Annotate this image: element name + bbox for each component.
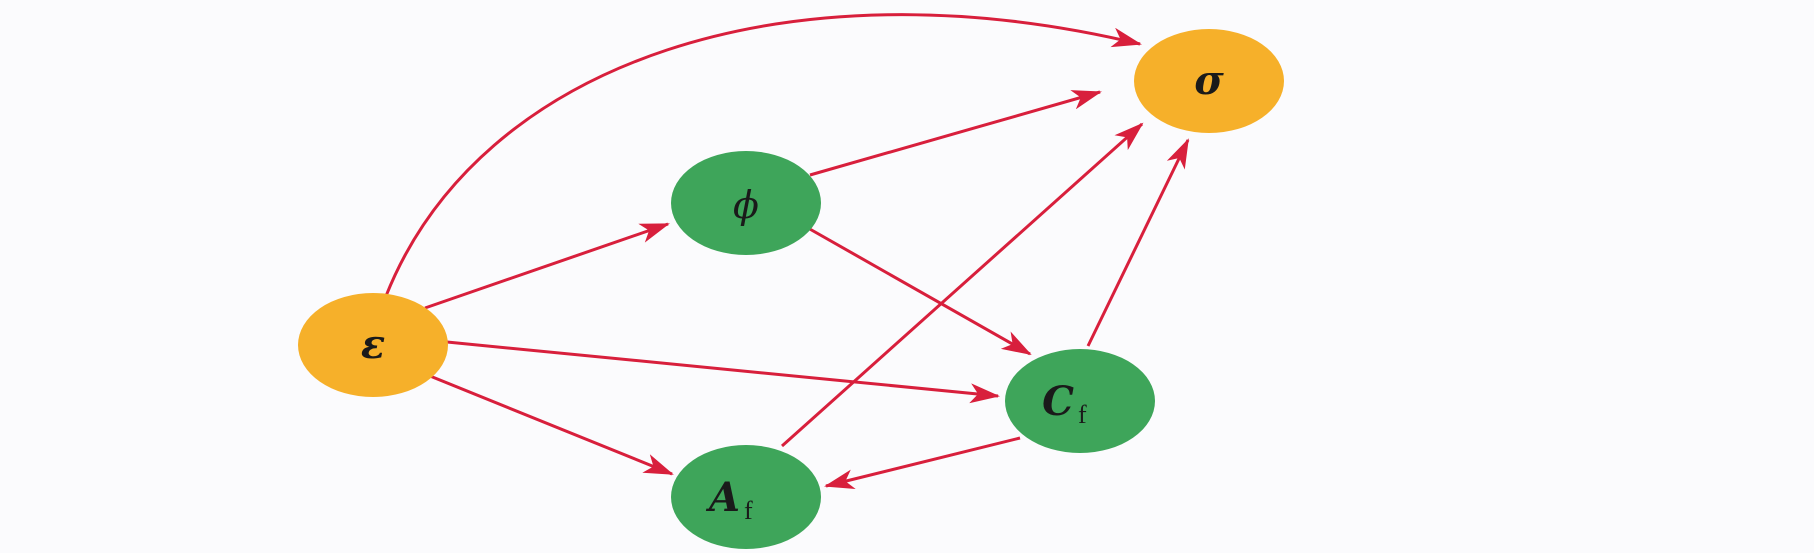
- node-sigma: σ: [1134, 29, 1284, 133]
- edge-epsilon-to-cf: [446, 340, 1000, 404]
- node-cf-subscript: f: [1078, 400, 1087, 429]
- node-phi: ϕ: [671, 151, 821, 255]
- node-cf: C f: [1005, 349, 1155, 453]
- node-phi-label: ϕ: [733, 183, 759, 227]
- node-phi-shape: [671, 151, 821, 255]
- node-af: A f: [671, 445, 821, 549]
- node-sigma-shape: [1134, 29, 1284, 133]
- edge-af-to-sigma: [780, 122, 1144, 448]
- edge-phi-to-cf: [807, 226, 1032, 356]
- node-af-subscript: f: [744, 496, 753, 525]
- node-sigma-label: σ: [1194, 57, 1224, 104]
- node-epsilon: ε: [298, 293, 448, 397]
- edge-epsilon-to-phi: [424, 222, 670, 310]
- node-epsilon-shape: [298, 293, 448, 397]
- node-cf-label: C: [1042, 378, 1074, 425]
- node-af-shape: [671, 445, 821, 549]
- edge-cf-to-af: [824, 436, 1021, 489]
- node-cf-shape: [1005, 349, 1155, 453]
- edge-cf-to-sigma: [1086, 138, 1190, 347]
- edge-epsilon-to-sigma: [384, 13, 1142, 297]
- edge-epsilon-to-af: [429, 374, 674, 476]
- edge-phi-to-sigma: [809, 90, 1102, 177]
- edges: [384, 13, 1190, 489]
- node-epsilon-label: ε: [361, 321, 385, 368]
- node-af-label: A: [705, 474, 740, 521]
